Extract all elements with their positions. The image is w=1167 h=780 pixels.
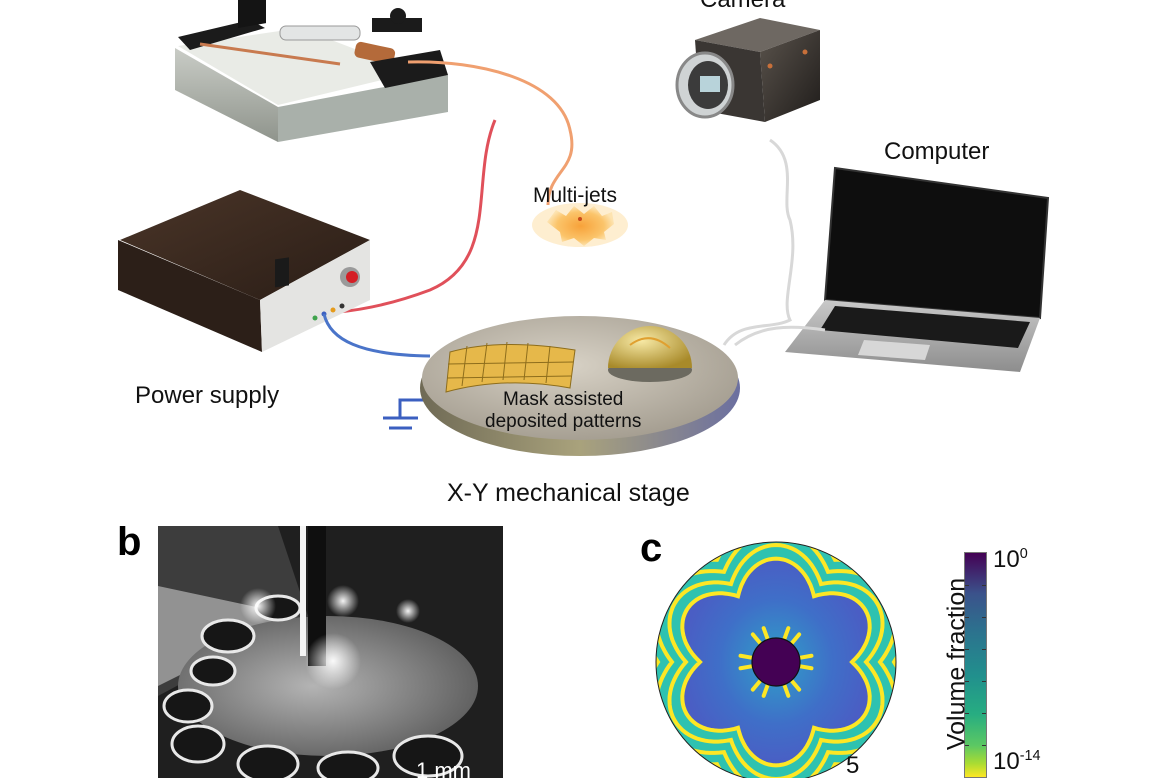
setup-illustration [118, 0, 1050, 456]
liquid-tube [407, 60, 574, 206]
hemisphere-pattern [608, 326, 692, 368]
colorbar-title: Volume fraction [942, 577, 971, 751]
center-core [751, 637, 801, 687]
colorbar-max-exponent: 0 [1019, 546, 1028, 562]
core-spike [797, 664, 814, 671]
power-supply-label: Power supply [135, 382, 280, 409]
scale-bar-label: 1 mm [416, 758, 471, 778]
xy-stage [420, 316, 740, 456]
colorbar-max-label: 100 [993, 546, 1028, 574]
colorbar-min-base: 10 [993, 748, 1020, 775]
camera-label: Camera [700, 0, 785, 14]
multi-jets-label: Multi-jets [533, 184, 618, 207]
high-voltage-wire [337, 119, 497, 314]
core-spike [750, 632, 763, 646]
colorbar-min-exponent: -14 [1019, 748, 1041, 764]
core-spike [782, 682, 791, 698]
laptop-cable [734, 325, 826, 347]
core-spike [797, 653, 814, 660]
scale-text: 5 [846, 752, 860, 779]
camera [675, 18, 820, 122]
colorbar [964, 552, 987, 778]
deposited-patterns-label-line2: deposited patterns [485, 411, 642, 432]
ground-symbol-icon [383, 398, 425, 430]
ground-wire [322, 313, 431, 358]
colorbar-min-label: 10-14 [993, 748, 1041, 776]
deposited-pattern-grid [445, 341, 576, 393]
laptop-computer [785, 166, 1050, 372]
power-supply [118, 190, 370, 352]
panel-c-letter: c [640, 526, 663, 570]
core-spike [761, 682, 770, 698]
multi-jet-photograph: 1 mm [158, 526, 503, 778]
colorbar-max-base: 10 [993, 546, 1020, 573]
core-spike [738, 653, 755, 660]
camera-cable [722, 138, 795, 346]
multi-jets-splash [532, 203, 628, 247]
core-spike [761, 626, 770, 642]
syringe-pump [175, 0, 448, 142]
core-spike [789, 678, 802, 692]
panel-b-letter: b [117, 520, 142, 564]
stage-label: X-Y mechanical stage [447, 479, 690, 507]
core-spike [738, 664, 755, 671]
core-spike [782, 626, 791, 642]
computer-label: Computer [884, 138, 990, 165]
volume-fraction-simulation [655, 541, 897, 778]
deposited-patterns-label-line1: Mask assisted [503, 389, 624, 410]
core-spike [750, 678, 763, 692]
core-spike [789, 632, 802, 646]
colorbar-title-box: Volume fraction [942, 552, 972, 776]
